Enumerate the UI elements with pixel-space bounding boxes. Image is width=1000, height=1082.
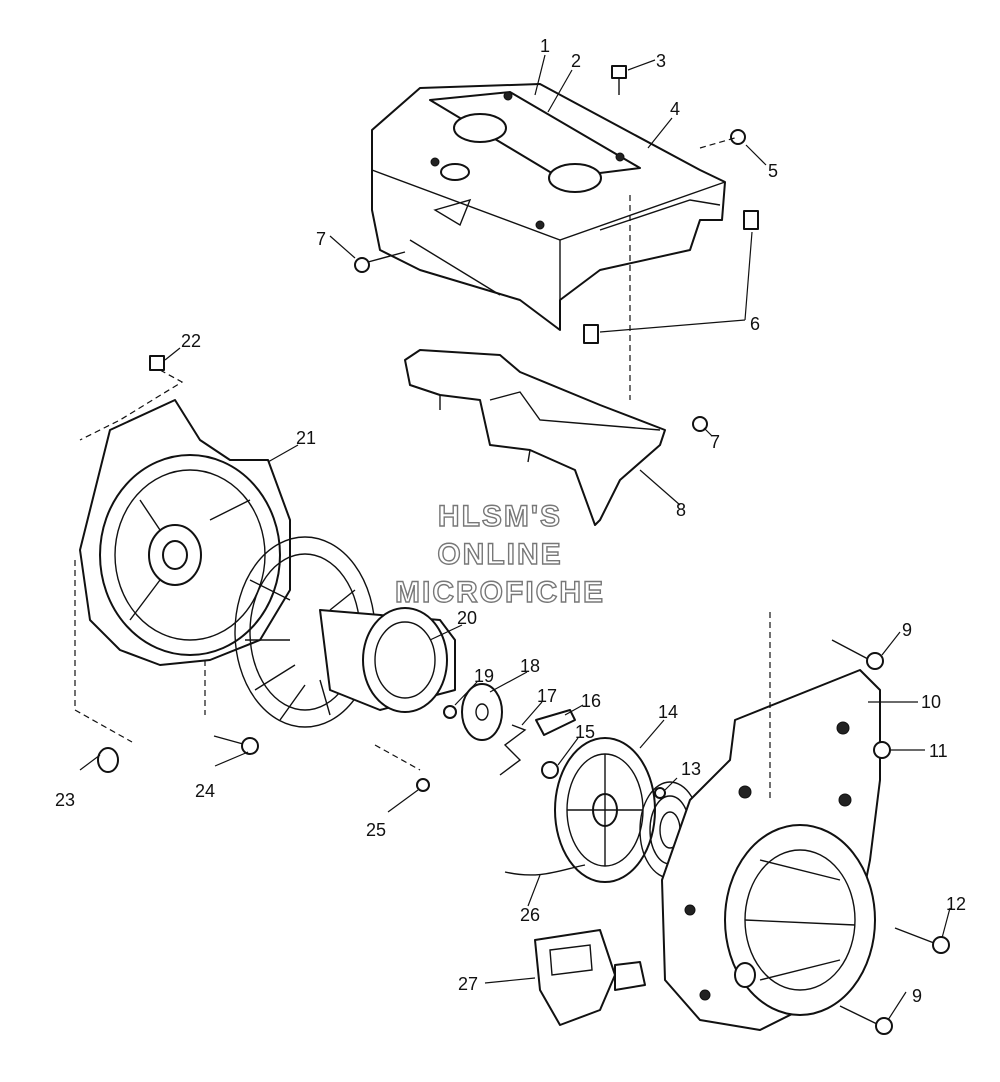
callout-4: 4 — [670, 99, 680, 119]
callout-6: 6 — [750, 314, 760, 334]
leader-lines — [79, 54, 951, 1021]
callout-2: 2 — [571, 51, 581, 71]
callout-18: 18 — [520, 656, 540, 676]
flywheel-fan — [234, 536, 456, 728]
fan-housing — [79, 399, 291, 666]
callout-25: 25 — [366, 820, 386, 840]
callout-10: 10 — [921, 692, 941, 712]
assembly-lines — [74, 136, 771, 800]
watermark-line-2: ONLINE — [437, 537, 563, 571]
callout-11: 11 — [929, 741, 948, 761]
callout-16: 16 — [581, 691, 601, 711]
callout-27: 27 — [458, 974, 478, 994]
callout-1: 1 — [540, 36, 550, 56]
watermark-line-1: HLSM'S — [437, 499, 563, 533]
callout-22: 22 — [181, 331, 201, 351]
watermark-line-3: MICROFICHE — [394, 575, 605, 609]
recoil-pulley — [554, 737, 701, 883]
callout-7-top: 7 — [316, 229, 326, 249]
callout-17: 17 — [537, 686, 557, 706]
engine-top-cover — [371, 83, 726, 331]
callout-5: 5 — [768, 161, 778, 181]
callout-14: 14 — [658, 702, 678, 722]
callout-8: 8 — [676, 500, 686, 520]
callout-9-lower: 9 — [912, 986, 922, 1006]
starter-small-parts — [443, 683, 576, 779]
callout-21: 21 — [296, 428, 316, 448]
callout-3: 3 — [656, 51, 666, 71]
callout-12: 12 — [946, 894, 966, 914]
starter-housing — [661, 669, 881, 1031]
callout-7-duct: 7 — [710, 432, 720, 452]
callout-19: 19 — [474, 666, 494, 686]
callout-20: 20 — [457, 608, 477, 628]
callout-23: 23 — [55, 790, 75, 810]
callout-9-upper: 9 — [902, 620, 912, 640]
callout-13: 13 — [681, 759, 701, 779]
fasteners — [97, 65, 950, 1035]
starter-handle — [534, 929, 646, 1026]
callout-24: 24 — [195, 781, 215, 801]
callout-labels: 1 2 3 4 5 6 7 7 8 9 9 10 11 12 13 14 15 … — [55, 36, 966, 1006]
starter-rope — [504, 864, 586, 876]
callout-26: 26 — [520, 905, 540, 925]
callout-15: 15 — [575, 722, 595, 742]
air-duct — [404, 349, 666, 526]
